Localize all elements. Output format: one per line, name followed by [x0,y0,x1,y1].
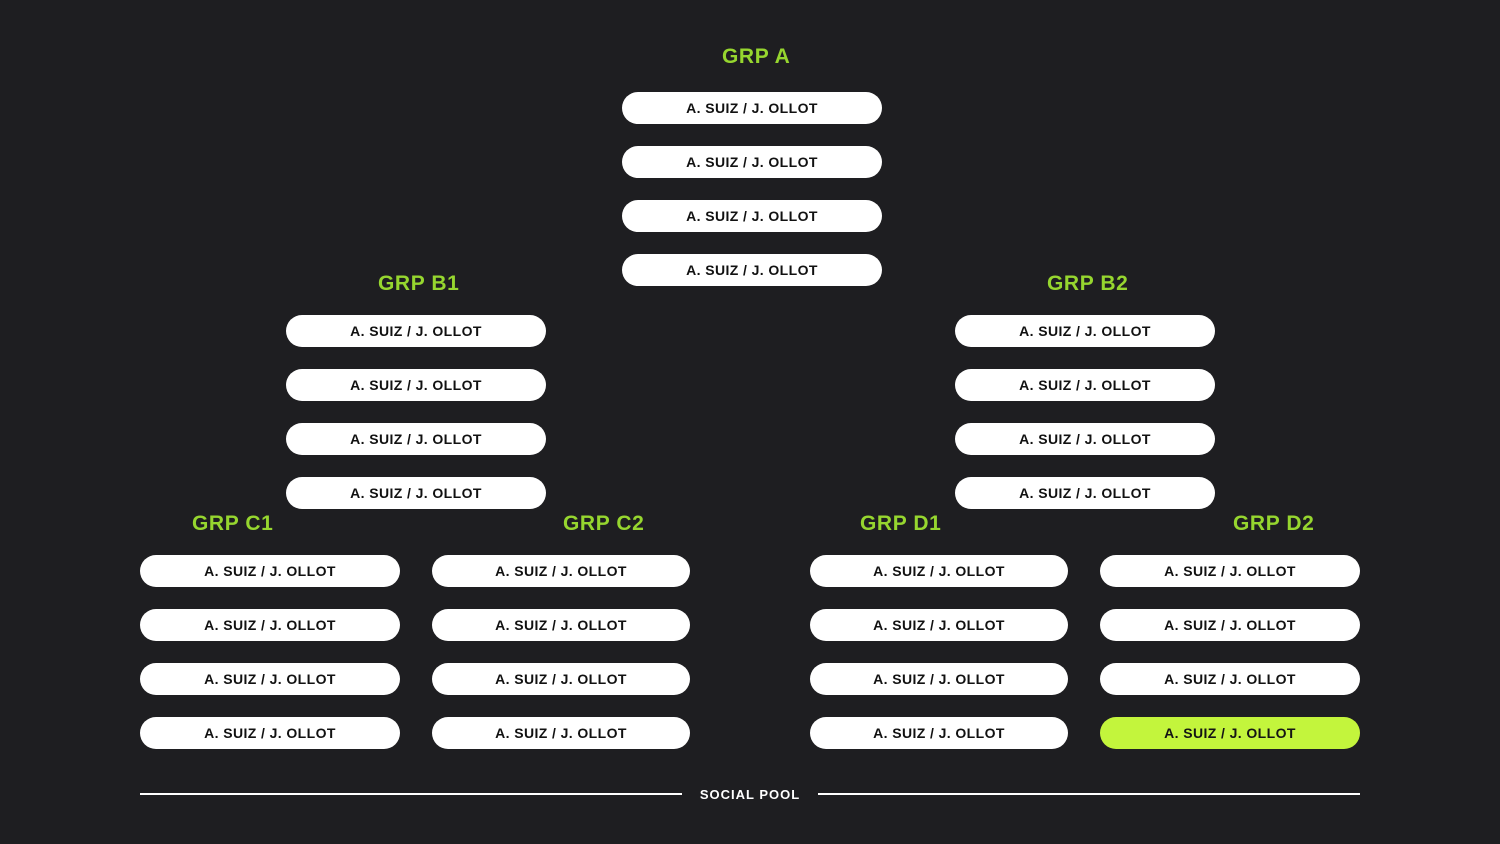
footer-rule-right [818,793,1361,795]
team-pill[interactable]: A. SUIZ / J. OLLOT [1100,717,1360,749]
team-pill[interactable]: A. SUIZ / J. OLLOT [955,315,1215,347]
social-pool-footer: SOCIAL POOL [140,784,1361,804]
team-pill[interactable]: A. SUIZ / J. OLLOT [1100,663,1360,695]
team-pill[interactable]: A. SUIZ / J. OLLOT [810,717,1068,749]
group-title-b2: GRP B2 [1047,272,1129,295]
team-pill[interactable]: A. SUIZ / J. OLLOT [140,663,400,695]
team-pill[interactable]: A. SUIZ / J. OLLOT [432,663,690,695]
group-title-c1: GRP C1 [192,512,274,535]
group-title-b1: GRP B1 [378,272,460,295]
team-pill[interactable]: A. SUIZ / J. OLLOT [955,369,1215,401]
team-pill[interactable]: A. SUIZ / J. OLLOT [622,146,882,178]
team-pill[interactable]: A. SUIZ / J. OLLOT [1100,609,1360,641]
team-pill[interactable]: A. SUIZ / J. OLLOT [810,663,1068,695]
team-pill[interactable]: A. SUIZ / J. OLLOT [622,200,882,232]
group-title-d2: GRP D2 [1233,512,1315,535]
team-pill[interactable]: A. SUIZ / J. OLLOT [1100,555,1360,587]
team-pill[interactable]: A. SUIZ / J. OLLOT [286,369,546,401]
team-pill[interactable]: A. SUIZ / J. OLLOT [955,423,1215,455]
team-pill[interactable]: A. SUIZ / J. OLLOT [810,609,1068,641]
team-pill[interactable]: A. SUIZ / J. OLLOT [622,92,882,124]
team-pill[interactable]: A. SUIZ / J. OLLOT [286,315,546,347]
group-title-d1: GRP D1 [860,512,942,535]
team-pill[interactable]: A. SUIZ / J. OLLOT [286,477,546,509]
team-pill[interactable]: A. SUIZ / J. OLLOT [140,717,400,749]
team-pill[interactable]: A. SUIZ / J. OLLOT [432,555,690,587]
team-pill[interactable]: A. SUIZ / J. OLLOT [810,555,1068,587]
team-pill[interactable]: A. SUIZ / J. OLLOT [140,609,400,641]
team-pill[interactable]: A. SUIZ / J. OLLOT [432,717,690,749]
team-pill[interactable]: A. SUIZ / J. OLLOT [432,609,690,641]
group-title-a: GRP A [722,45,791,68]
group-title-c2: GRP C2 [563,512,645,535]
team-pill[interactable]: A. SUIZ / J. OLLOT [622,254,882,286]
footer-rule-left [140,793,682,795]
team-pill[interactable]: A. SUIZ / J. OLLOT [955,477,1215,509]
team-pill[interactable]: A. SUIZ / J. OLLOT [140,555,400,587]
social-pool-label: SOCIAL POOL [699,786,801,802]
team-pill[interactable]: A. SUIZ / J. OLLOT [286,423,546,455]
